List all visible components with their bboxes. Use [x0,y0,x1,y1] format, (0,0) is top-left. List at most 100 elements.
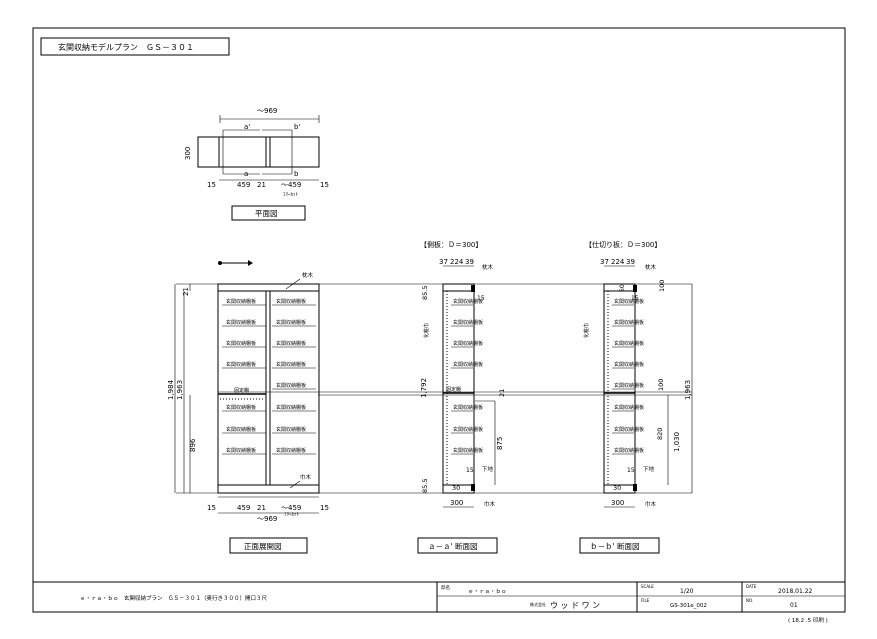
front-shelf-label: 玄関収納棚板 [226,298,256,305]
front-shelf-label: 玄関収納棚板 [276,319,306,326]
section-a-fixed-shelf: 固定棚 [446,386,461,393]
scale-caption: SCALE [641,584,654,589]
section-shelf-label: 玄関収納棚板 [453,319,483,326]
section-shelf-label: 玄関収納棚板 [453,298,483,305]
section-a-v21: 21 [498,389,506,397]
sheet-border [32,27,846,613]
print-note: ( 18.2 .5 印刷 ) [788,616,828,624]
section-shelf-label: 玄関収納棚板 [614,361,644,368]
section-b-heading: 【仕切り板：Ｄ＝300】 [585,240,661,249]
front-shelf-label: 玄関収納棚板 [226,404,256,411]
section-shelf-label: 玄関収納棚板 [453,426,483,433]
front-top-board: 枕木 [302,271,314,279]
section-a-dim-39: 39 [465,258,474,266]
plan-label: 平面図 [255,209,278,218]
plan-dim-21: 21 [257,181,266,189]
section-a-label-box [417,537,498,554]
section-a-bottom-note: 下地 [482,465,494,473]
section-b-dim-39: 39 [626,258,635,266]
plan-cut-a-low: a [244,170,248,178]
front-dim-right: 15 [320,504,329,512]
front-width-dim: ～969 [257,515,277,523]
front-h-total-a: 1,984 [167,379,175,400]
plan-dim-left: 15 [207,181,216,189]
section-shelf-label: 玄関収納棚板 [614,426,644,433]
plan-dim-free: ～459 [281,181,301,189]
section-shelf-label: 玄関収納棚板 [453,340,483,347]
front-elevation: 枕木 巾木 固定棚 玄関収納棚板玄関収納棚板玄関収納棚板玄関収納棚板玄関収納棚板… [167,271,692,554]
section-a-85-top: 85.5 [421,286,429,300]
section-b-top-board: 枕木 [645,263,657,271]
front-dim-left: 15 [207,504,216,512]
plan-view: ～969 300 a' b' a b 15 459 21 ～459 15 ﾌﾘｰ… [184,107,329,221]
section-a-shelf-rows: 玄関収納棚板玄関収納棚板玄関収納棚板玄関収納棚板玄関収納棚板玄関収納棚板玄関収納… [451,298,483,455]
section-shelf-label: 玄関収納棚板 [614,319,644,326]
front-fixed-shelf: 固定棚 [234,387,249,394]
section-b-h820: 820 [656,428,664,440]
section-shelf-label: 玄関収納棚板 [614,404,644,411]
section-b-h-total: 1,963 [684,380,692,400]
front-shelf-label: 玄関収納棚板 [276,361,306,368]
section-a-depth: 300 [450,499,463,507]
section-b-v15: 15 [631,295,639,302]
front-dim-free: ～459 [281,504,301,512]
section-b-h30: 30 [613,484,621,492]
front-h-top: 21 [182,287,190,296]
front-shelf-label: 玄関収納棚板 [276,340,306,347]
section-b-h100: 100 [658,280,666,292]
section-a-85-bot: 85.5 [421,479,429,493]
plan-cut-b: b' [294,123,300,131]
section-shelf-label: 玄関収納棚板 [453,404,483,411]
section-b-bottom-board: 巾木 [645,500,657,508]
drawing-title: 玄関収納モデルプラン ＧＳ－３０１ [58,42,194,52]
owner-name: ｅ・ｒａ・ｂｏ [468,588,507,595]
plan-free-cut: ﾌﾘｰｶｯﾄ [283,192,299,198]
section-b-h100-mid: 100 [657,379,665,391]
section-b: 【仕切り板：Ｄ＝300】 37 224 39 枕木 60 100 15 化粧巾 … [579,240,693,554]
date-caption: DATE [746,584,757,589]
section-a-top-board: 枕木 [482,263,494,271]
plan-cut-a: a' [244,123,250,131]
company-name: ウ ッ ド ワ ン [550,601,600,610]
date-value: 2018.01.22 [778,588,813,595]
section-shelf-label: 玄関収納棚板 [614,382,644,389]
section-a: 【側板：Ｄ＝300】 37 224 39 枕木 85.5 15 化粧巾 1,79… [417,240,506,554]
plan-depth-dim: 300 [184,147,192,160]
section-a-v15b: 15 [466,467,474,474]
section-b-shelf-rows: 玄関収納棚板玄関収納棚板玄関収納棚板玄関収納棚板玄関収納棚板玄関収納棚板玄関収納… [612,298,644,455]
plan-cut-b-low: b [294,170,299,178]
front-label: 正面展開図 [244,542,282,551]
file-value: GS-301e_002 [670,603,707,609]
front-shelf-label: 玄関収納棚板 [276,447,306,454]
plan-dim-459: 459 [237,181,250,189]
front-shelf-label: 玄関収納棚板 [276,404,306,411]
section-a-heading: 【側板：Ｄ＝300】 [420,240,482,249]
front-cabinet-outline [217,283,320,494]
plan-label-box [231,205,306,221]
owner-caption: 邸名 [441,584,450,591]
front-shelf-label: 玄関収納棚板 [226,426,256,433]
plan-width-dim: ～969 [257,107,277,115]
front-free-cut: ﾌﾘｰｶｯﾄ [284,512,300,518]
front-shelf-label: 玄関収納棚板 [226,361,256,368]
section-b-bottom-note: 下地 [643,465,655,473]
front-shelf-label: 玄関収納棚板 [276,382,306,389]
no-value: 01 [790,602,798,609]
section-b-outline [603,283,636,494]
section-a-dim-37: 37 [439,258,448,266]
section-shelf-label: 玄関収納棚板 [614,340,644,347]
plan-outline [218,136,320,168]
section-a-dim-224: 224 [450,258,464,266]
direction-arrow-icon [218,260,253,266]
section-b-v60: 60 [619,284,626,292]
company-caption: 株式会社 [530,601,546,607]
section-a-v15: 15 [477,295,485,302]
front-bottom-board: 巾木 [300,473,312,481]
section-a-h30: 30 [452,484,460,492]
section-a-label: ａ－ａ' 断面図 [428,541,477,551]
section-b-h1030: 1,030 [673,432,681,452]
section-a-bottom-board: 巾木 [484,500,496,508]
plan-dim-right: 15 [320,181,329,189]
file-caption: FILE [641,598,650,603]
section-b-depth: 300 [611,499,624,507]
